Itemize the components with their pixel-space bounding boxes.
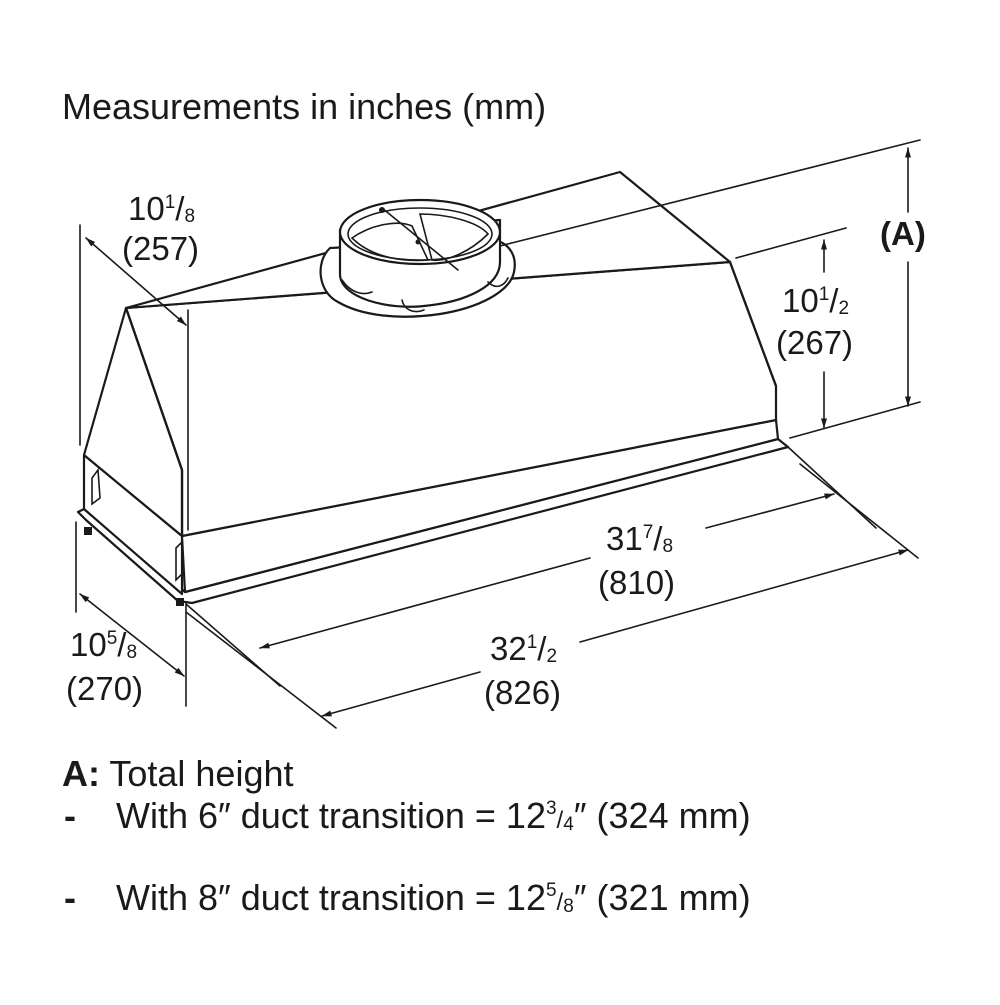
label-width-inner: 317/8 (810) [598,520,675,601]
svg-text:317/8: 317/8 [606,520,673,557]
label-depth-bottom: 105/8 (270) [66,626,143,707]
dimension-lines [75,139,921,729]
svg-text:321/2: 321/2 [490,630,557,667]
svg-text:(826): (826) [484,674,561,711]
svg-text:101/2: 101/2 [782,282,849,319]
svg-text:(810): (810) [598,564,675,601]
note-bullet: - [64,877,76,918]
diagram-title: Measurements in inches (mm) [62,86,546,127]
vent-slot [175,540,183,582]
svg-text:101/8: 101/8 [128,190,195,227]
label-width-outer: 321/2 (826) [484,630,561,711]
note-a-heading: A: Total height [62,753,293,794]
svg-text:105/8: 105/8 [70,626,137,663]
label-total-height: (A) [880,215,926,252]
duct-rim [338,198,502,266]
svg-text:(257): (257) [122,230,199,267]
note-bullet: - [64,795,76,836]
note-item-8in: With 8″ duct transition = 125/8″ (321 mm… [116,877,751,918]
notes-block: A: Total height - With 6″ duct transitio… [62,753,751,918]
vent-slot [91,467,101,506]
svg-text:(270): (270) [66,670,143,707]
label-depth-top: 101/8 (257) [122,190,199,267]
note-item-6in: With 6″ duct transition = 123/4″ (324 mm… [116,795,751,836]
svg-text:(267): (267) [776,324,853,361]
label-height: 101/2 (267) [776,282,853,361]
duct-collar [319,198,516,318]
